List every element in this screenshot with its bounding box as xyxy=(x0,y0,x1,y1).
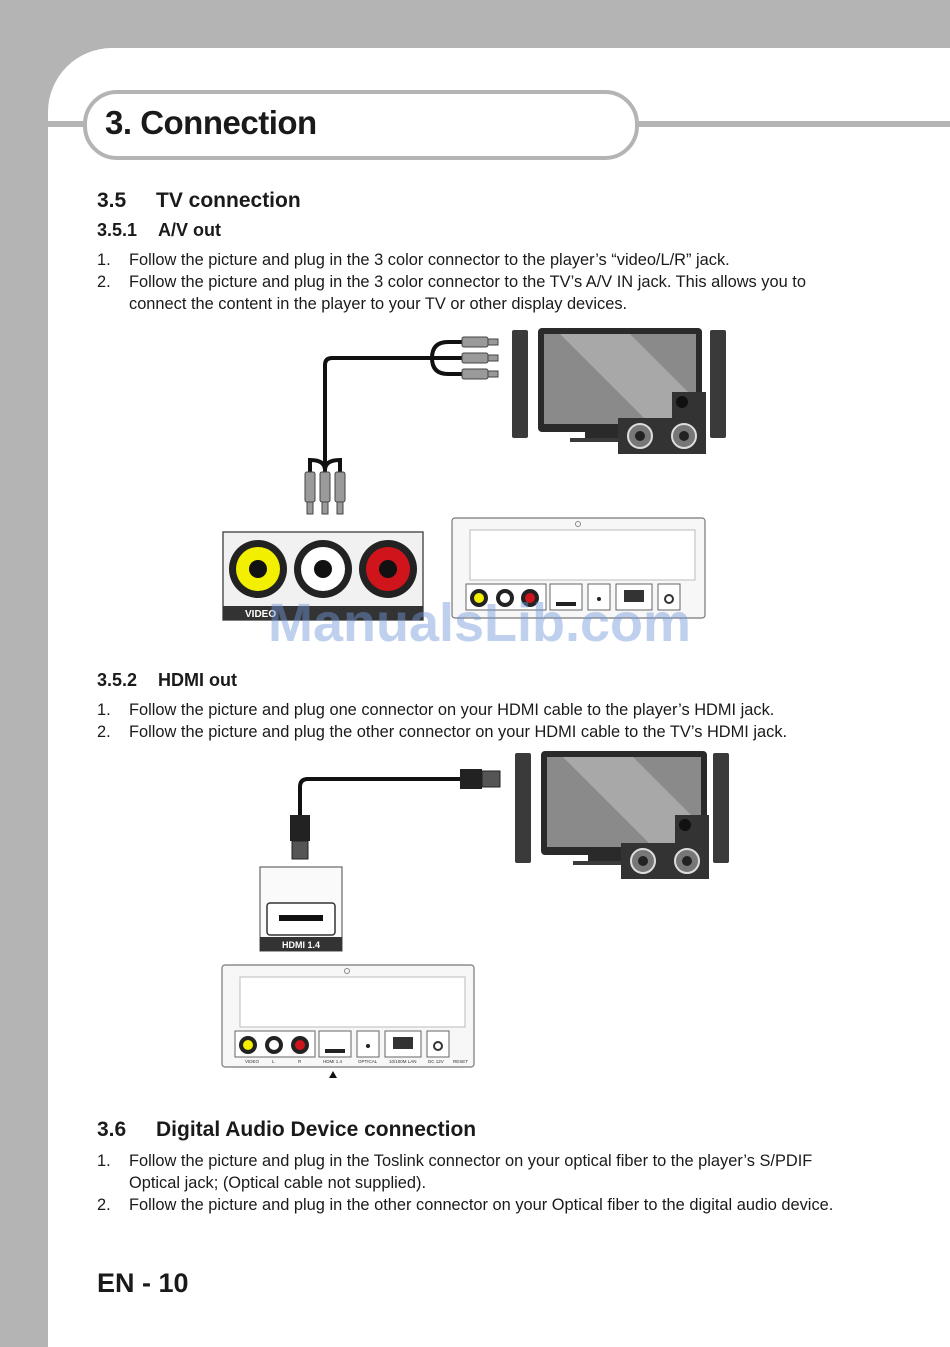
digital-audio-steps: 1. Follow the picture and plug in the Tos… xyxy=(97,1150,857,1216)
hdmi-out-steps: 1. Follow the picture and plug one connec… xyxy=(97,699,857,743)
subsection-title: HDMI out xyxy=(158,670,237,690)
section-3-5-heading: 3.5 TV connection xyxy=(97,189,301,213)
step-text: Follow the picture and plug in the 3 col… xyxy=(129,251,730,269)
panel-label: L xyxy=(272,1059,275,1064)
player-rear-panel-icon xyxy=(451,517,706,619)
panel-label: VIDEO xyxy=(245,1059,260,1064)
chapter-header-box xyxy=(83,90,639,160)
tv-with-speakers-icon xyxy=(515,751,729,879)
hdmi-port-closeup: HDMI 1.4 xyxy=(259,866,343,952)
step-number: 2. xyxy=(97,1196,111,1214)
step-text: Follow the picture and plug the other co… xyxy=(129,723,788,741)
rca-plugs-right-icon xyxy=(461,336,499,380)
hdmi-cable-icon xyxy=(290,769,501,860)
section-3-6-heading: 3.6 Digital Audio Device connection xyxy=(97,1118,476,1142)
jack-label: VIDEO xyxy=(245,609,276,620)
hdmi-port-label: HDMI 1.4 xyxy=(282,940,320,950)
panel-label: DC 12V xyxy=(428,1059,444,1064)
watermark: ManualsLib.com xyxy=(268,593,692,653)
arrow-up-icon xyxy=(329,1071,337,1078)
list-item: 2. Follow the picture and plug the other … xyxy=(97,721,857,743)
section-title: Digital Audio Device connection xyxy=(156,1118,477,1141)
step-number: 1. xyxy=(97,1152,111,1170)
page-background xyxy=(48,48,950,1347)
panel-label: OPTICAL xyxy=(358,1059,378,1064)
step-text: Follow the picture and plug in the other… xyxy=(129,1196,834,1214)
rca-plugs-down-icon xyxy=(304,471,346,515)
list-item: 2. Follow the picture and plug in the 3 c… xyxy=(97,271,857,315)
panel-label: R xyxy=(298,1059,302,1064)
list-item: 1. Follow the picture and plug in the Tos… xyxy=(97,1150,857,1194)
panel-label: HDMI 1.4 xyxy=(323,1059,343,1064)
subsection-number: 3.5.1 xyxy=(97,220,138,240)
page-number: EN - 10 xyxy=(97,1268,189,1298)
rca-cable-icon xyxy=(308,340,462,472)
tv-with-speakers-icon xyxy=(512,328,726,454)
list-item: 1. Follow the picture and plug in the 3 c… xyxy=(97,249,857,271)
step-number: 2. xyxy=(97,723,111,741)
chapter-title: 3. Connection xyxy=(105,104,317,141)
av-jack-closeup: VIDEO xyxy=(222,531,424,621)
step-text: Follow the picture and plug in the 3 col… xyxy=(129,273,806,313)
panel-label: 10/100M LAN xyxy=(389,1059,417,1064)
av-connection-figure: VIDEO xyxy=(222,328,726,621)
step-number: 2. xyxy=(97,273,111,291)
subsection-title: A/V out xyxy=(158,220,221,240)
step-text: Follow the picture and plug one connecto… xyxy=(129,701,775,719)
section-title: TV connection xyxy=(156,189,301,212)
step-number: 1. xyxy=(97,251,111,269)
section-number: 3.5 xyxy=(97,189,127,212)
section-3-5-1-heading: 3.5.1 A/V out xyxy=(97,220,221,241)
section-3-5-2-heading: 3.5.2 HDMI out xyxy=(97,670,237,691)
list-item: 2. Follow the picture and plug in the oth… xyxy=(97,1194,857,1216)
section-number: 3.6 xyxy=(97,1118,127,1141)
player-rear-panel-icon: VIDEO L R HDMI 1.4 OPTICAL 10/100M LAN D… xyxy=(221,964,475,1078)
step-text: Follow the picture and plug in the Tosli… xyxy=(129,1152,813,1192)
step-number: 1. xyxy=(97,701,111,719)
subsection-number: 3.5.2 xyxy=(97,670,138,690)
list-item: 1. Follow the picture and plug one connec… xyxy=(97,699,857,721)
av-out-steps: 1. Follow the picture and plug in the 3 c… xyxy=(97,249,857,315)
hdmi-connection-figure: HDMI 1.4 VIDEO L R HDMI 1.4 OPTICAL 10/1… xyxy=(221,751,729,1078)
panel-label: RESET xyxy=(453,1059,468,1064)
